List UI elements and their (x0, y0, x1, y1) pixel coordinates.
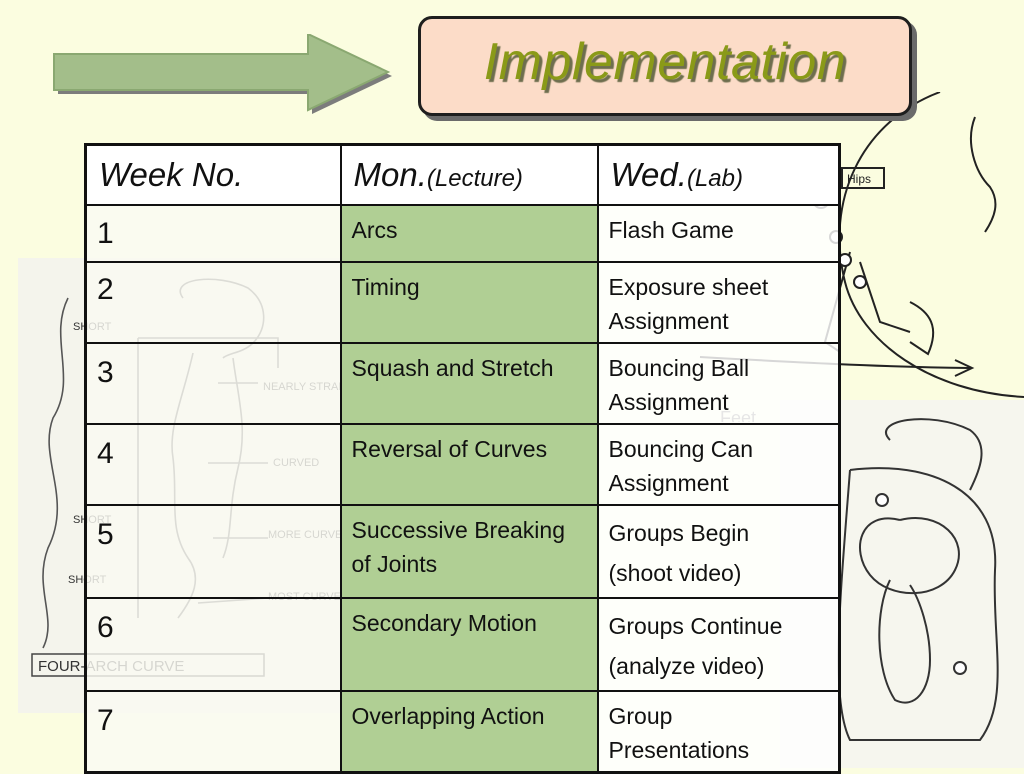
wednesday-line: Assignment (608, 389, 729, 415)
monday-topic: Timing (339, 261, 599, 344)
table-header-row: Week No. Mon.(Lecture) Wed.(Lab) (84, 143, 841, 206)
monday-topic: Squash and Stretch (339, 342, 599, 425)
wednesday-line: Assignment (608, 308, 729, 334)
table-row: 1 Arcs Flash Game (84, 204, 841, 263)
wednesday-line: Groups Begin (608, 520, 750, 546)
header-wednesday-label: Wed. (610, 156, 687, 193)
table-row: 5 Successive Breaking of Joints Groups B… (84, 504, 841, 599)
wednesday-line: Bouncing Ball (608, 355, 750, 381)
wednesday-line: (analyze video) (608, 653, 765, 679)
header-monday-sub: (Lecture) (426, 165, 523, 192)
wednesday-activity: Groups Begin (shoot video) (596, 504, 841, 599)
schedule-table: Week No. Mon.(Lecture) Wed.(Lab) 1 Arcs … (84, 143, 841, 774)
wednesday-activity: Exposure sheet Assignment (596, 261, 841, 344)
wednesday-activity: Group Presentations (596, 690, 841, 774)
week-number: 7 (84, 690, 342, 774)
table-row: 7 Overlapping Action Group Presentations (84, 690, 841, 774)
wednesday-activity: Flash Game (596, 204, 841, 263)
wednesday-line: Exposure sheet (608, 274, 769, 300)
wednesday-line: Flash Game (608, 217, 734, 243)
table-row: 2 Timing Exposure sheet Assignment (84, 261, 841, 344)
week-number: 4 (84, 423, 342, 506)
wednesday-line: Assignment (608, 470, 729, 496)
table-row: 6 Secondary Motion Groups Continue (anal… (84, 597, 841, 692)
wednesday-line: Groups Continue (608, 613, 783, 639)
table-row: 4 Reversal of Curves Bouncing Can Assign… (84, 423, 841, 506)
monday-topic: Arcs (339, 204, 599, 263)
sketch-label-hips: Hips (847, 172, 871, 186)
monday-topic: Successive Breaking of Joints (339, 504, 599, 599)
table-row: 3 Squash and Stretch Bouncing Ball Assig… (84, 342, 841, 425)
wednesday-line: (shoot video) (608, 560, 742, 586)
week-number: 1 (84, 204, 342, 263)
header-week-label: Week No. (99, 156, 244, 193)
header-week: Week No. (84, 143, 342, 206)
right-arrow-icon (50, 32, 400, 114)
monday-topic: Overlapping Action (339, 690, 599, 774)
wednesday-line: Presentations (608, 737, 750, 763)
monday-topic: Reversal of Curves (339, 423, 599, 506)
week-number: 5 (84, 504, 342, 599)
title-box: Implementation (418, 16, 912, 116)
wednesday-line: Bouncing Can (608, 436, 754, 462)
page-title: Implementation (483, 33, 847, 91)
header-monday: Mon.(Lecture) (339, 143, 599, 206)
week-number: 2 (84, 261, 342, 344)
header-wednesday-sub: (Lab) (686, 165, 743, 192)
monday-topic: Secondary Motion (339, 597, 599, 692)
wednesday-activity: Groups Continue (analyze video) (596, 597, 841, 692)
header-wednesday: Wed.(Lab) (596, 143, 841, 206)
wednesday-activity: Bouncing Can Assignment (596, 423, 841, 506)
week-number: 3 (84, 342, 342, 425)
week-number: 6 (84, 597, 342, 692)
wednesday-line: Group (608, 703, 673, 729)
wednesday-activity: Bouncing Ball Assignment (596, 342, 841, 425)
header-monday-label: Mon. (353, 156, 427, 193)
